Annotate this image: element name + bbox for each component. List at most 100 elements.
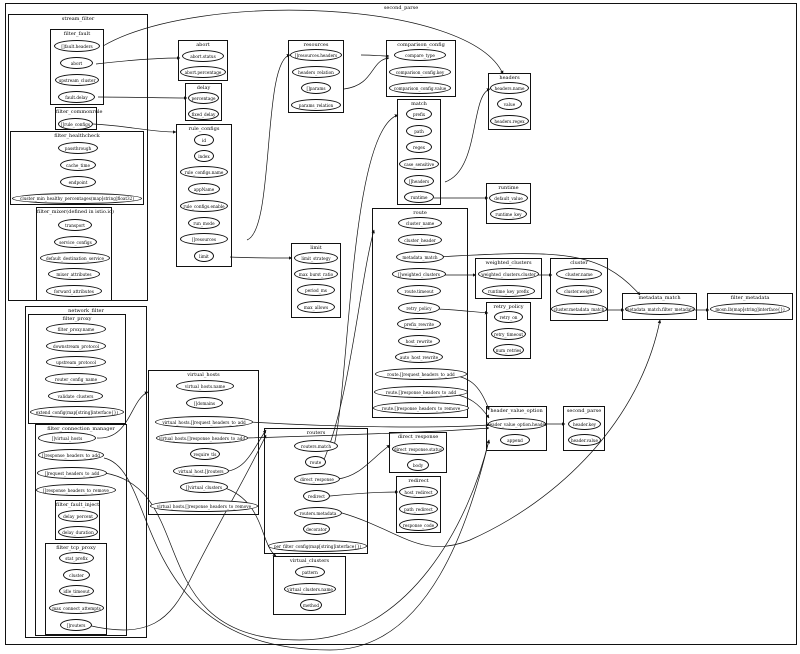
cluster-headers: headers	[488, 73, 531, 130]
node-lm-burst: max_burst_ratio	[294, 268, 338, 280]
node-tp-cluster: cluster	[63, 569, 90, 581]
edge-route-to-route	[322, 229, 375, 463]
node-rp-on: retry_on	[494, 311, 523, 323]
edge-tp-routers-to-routers	[86, 434, 267, 631]
cluster-filter-metadata: filter_metadata	[707, 293, 793, 320]
node-ro-timeout: route.timeout	[397, 285, 441, 297]
cluster-title: filter_metadata	[730, 295, 770, 301]
node-sp-key: header.key	[568, 418, 601, 430]
cluster-title: stream_filter	[61, 16, 95, 22]
node-mt-headers: []headers	[404, 175, 434, 187]
edge-routers-metadata-to-metadata-match	[341, 319, 662, 547]
cluster-header-value-option: header_value_option	[486, 406, 547, 451]
node-wc-cluster: weighted_clusters.cluster	[478, 268, 539, 280]
node-cl-name: cluster.name	[556, 268, 602, 280]
node-ab-pct: abort.percentage	[180, 66, 226, 78]
node-ro-weighted: []weighted_clusters	[392, 268, 446, 280]
cluster-title: filter_tcp_proxy	[56, 545, 96, 551]
cluster-title: cluster	[570, 260, 588, 266]
node-hc-cluster: cluster_min_healthy_percentages(map[stri…	[12, 193, 142, 204]
node-mt-case: case_sensitive	[399, 158, 439, 170]
edge-route-metadata-to-metadata-match	[436, 253, 641, 296]
node-cc-key: comparison_config.key	[389, 66, 451, 78]
node-dr-body: body	[407, 459, 429, 471]
node-ro-cluster-name: cluster_name	[398, 217, 442, 229]
cluster-title: abort	[196, 42, 210, 48]
node-dr-status: direct_response.status	[392, 443, 444, 455]
cluster-retry-policy: retry_policy	[486, 302, 531, 359]
node-rc-enable: rule_configs.enable	[180, 200, 228, 212]
cluster-title: filter_commonrule	[56, 109, 103, 115]
cluster-title: weighted_clusters	[485, 260, 532, 266]
node-hd-regex: headers.regex	[490, 115, 529, 127]
node-hv-append: append	[500, 434, 530, 446]
node-ro-retry: retry_policy	[398, 302, 440, 314]
node-rc-app: appName	[188, 183, 220, 195]
cluster-runtime: runtime	[486, 183, 531, 224]
node-mx-transport: transport	[58, 219, 92, 231]
node-mx-default: default_destination_service	[40, 252, 110, 264]
node-hd-value: value	[497, 98, 522, 110]
node-rr-direct: direct_response	[294, 473, 340, 485]
node-vc-pattern: pattern	[295, 566, 325, 578]
cluster-title: rule_configs	[188, 126, 220, 132]
edge-cm-vh-to-virtual-hosts	[96, 391, 149, 439]
node-rc-limit: limit	[194, 250, 214, 262]
edge-params-to-comparison	[343, 56, 390, 90]
cluster-title: direct_response	[397, 434, 439, 440]
cluster-second-parse: second_parse	[5, 3, 797, 645]
cluster-resources: resources	[288, 40, 344, 113]
node-rs-headers: []resources.headers	[290, 49, 342, 61]
node-rd-code: response_code	[399, 519, 438, 531]
cluster-filter-healthcheck: filter_healthcheck	[10, 131, 144, 205]
cluster-title: redirect	[408, 478, 429, 484]
cluster-title: virtual_hosts	[187, 372, 220, 378]
node-rr-metadata: routers.metadata	[294, 507, 342, 519]
node-ro-metadata: metadata_match	[396, 251, 444, 263]
cluster-virtual-clusters: virtual_clusters	[273, 556, 346, 615]
node-hc-endpoint: endpoint	[60, 176, 96, 188]
node-cc-value: comparison_config.value	[389, 82, 451, 94]
node-hv-header: header_value_option.header	[487, 418, 547, 430]
cluster-title: route	[413, 210, 427, 216]
node-rd-host: host_redirect	[399, 486, 438, 498]
node-rs-prel: params_relation	[291, 99, 341, 111]
cluster-weighted-clusters: weighted_clusters	[475, 258, 542, 299]
cluster-title: filter_proxy	[62, 316, 92, 322]
node-dl-fixed: fixed_delay	[188, 108, 219, 120]
cluster-abort: abort	[178, 40, 228, 81]
edge-vh-req-add-to-hvo	[249, 421, 490, 428]
node-fi-delay-dur: delay_duration	[58, 526, 98, 538]
node-fp-extend: extend_config(map[string]interface{})	[30, 406, 124, 418]
cluster-limit: limit	[291, 243, 341, 318]
node-ff-headers: []fault.headers	[54, 40, 100, 52]
node-ff-upstream: upstream_cluster	[55, 74, 99, 86]
node-fi-delay-pct: delay_percent	[58, 510, 98, 522]
cluster-title: limit	[310, 245, 322, 251]
cluster-filter-fault-inject: filter_fault_inject	[55, 500, 100, 540]
node-vh-tls: require_tls	[190, 448, 220, 460]
node-mt-path: path	[406, 125, 432, 137]
cluster-title: filter_fault_inject	[56, 502, 100, 508]
node-sp-value: header.value	[568, 434, 601, 446]
cluster-second-parse-small: second_parse	[563, 406, 605, 451]
cluster-redirect: redirect	[396, 476, 441, 533]
cluster-cluster: cluster	[550, 258, 608, 321]
node-dl-pct: percentage	[188, 92, 219, 104]
node-vc-method: method	[300, 599, 322, 611]
edge-direct-response	[337, 444, 391, 480]
cluster-rule-configs: rule_configs	[176, 124, 232, 267]
node-rt-key: runtime_key	[490, 208, 527, 220]
cluster-title: second_parse	[383, 5, 419, 11]
cluster-title: comparison_config	[397, 42, 445, 48]
node-rr-decorator: decorator	[303, 523, 330, 535]
cluster-title: metadata_match	[638, 295, 681, 301]
cluster-routers: routers	[264, 428, 368, 554]
node-tp-routers: []routers	[60, 619, 92, 631]
cluster-direct-response: direct_response	[389, 432, 447, 473]
cluster-filter-mixer: filter_mixer(defined in istio.io)	[36, 207, 114, 301]
node-fp-validate: validate_clusters	[48, 390, 103, 402]
cluster-title: filter_connection_manager	[47, 426, 115, 432]
cluster-title: routers	[306, 430, 326, 436]
